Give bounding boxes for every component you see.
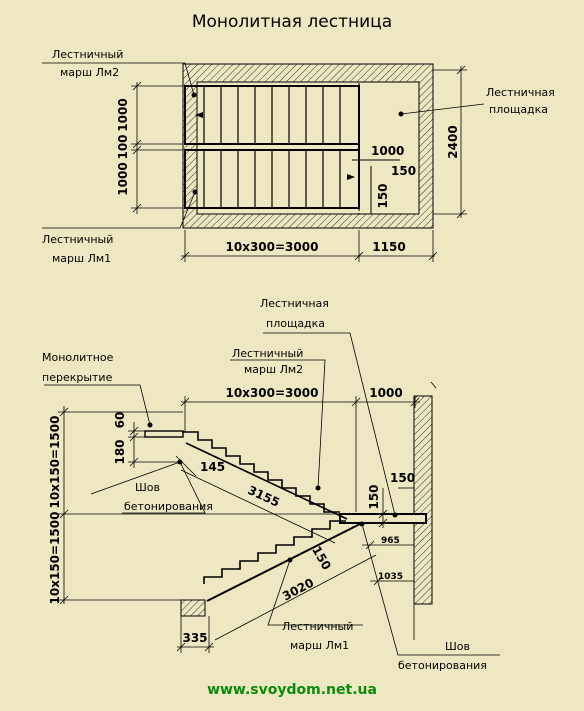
plan-dim-1000-lower: 1000 bbox=[116, 162, 130, 195]
plan-arrow-lm2 bbox=[195, 112, 203, 118]
plan-label-lm1-line1: Лестничный bbox=[42, 233, 113, 246]
section-wall bbox=[413, 395, 433, 605]
section-label-lm1-line1: Лестничный bbox=[282, 620, 353, 633]
section-dim-965: 965 bbox=[381, 536, 400, 546]
plan-arrow-lm1 bbox=[347, 174, 355, 180]
section-dim-150-diag: 150 bbox=[309, 544, 334, 573]
plan-label-lm2-line2: марш Лм2 bbox=[60, 66, 119, 79]
section-label-joint-left-line2: бетонирования bbox=[124, 500, 213, 513]
section-dim-150-landing: 150 bbox=[367, 484, 381, 509]
plan-label-lm1-line2: марш Лм1 bbox=[52, 252, 111, 265]
plan-label-landing-line2: площадка bbox=[489, 103, 548, 116]
section-label-landing-line2: площадка bbox=[266, 317, 325, 330]
section-dim-lower-height: 10x150=1500 bbox=[48, 512, 62, 605]
section-label-slab-line1: Монолитное bbox=[42, 351, 114, 364]
section-label-joint-right-line1: Шов bbox=[445, 640, 470, 653]
site-url: www.svoydom.net.ua bbox=[207, 682, 377, 698]
section-dim-top-1000: 1000 bbox=[369, 386, 402, 400]
plan-view: Лестничный марш Лм2 Лестничный марш Лм1 … bbox=[42, 48, 555, 265]
plan-label-lm2-line1: Лестничный bbox=[52, 48, 123, 61]
section-label-joint-right-line2: бетонирования bbox=[398, 659, 487, 672]
drawing-title: Монолитная лестница bbox=[192, 12, 392, 32]
section-dim-60: 60 bbox=[113, 412, 127, 429]
section-dim-3155: 3155 bbox=[246, 483, 282, 510]
section-label-slab-line2: перекрытие bbox=[42, 371, 113, 384]
section-dim-145: 145 bbox=[200, 460, 225, 474]
plan-dim-landing-1000: 1000 bbox=[371, 144, 404, 158]
section-dim-335: 335 bbox=[182, 631, 207, 645]
section-dim-1035: 1035 bbox=[378, 572, 403, 582]
section-label-joint-left-line1: Шов bbox=[135, 481, 160, 494]
section-march-lm1 bbox=[203, 520, 346, 584]
section-view: Лестничная площадка Лестничный марш Лм2 … bbox=[42, 297, 500, 672]
section-march-lm2 bbox=[182, 431, 340, 513]
plan-dim-steps: 10x300=3000 bbox=[226, 240, 319, 254]
section-dim-3020: 3020 bbox=[280, 575, 316, 603]
section-dim-upper-height: 10x150=1500 bbox=[48, 416, 62, 509]
plan-dim-2400: 2400 bbox=[446, 125, 460, 158]
section-dim-150-right: 150 bbox=[390, 471, 415, 485]
section-label-landing-line1: Лестничная bbox=[260, 297, 329, 310]
section-label-lm2-line1: Лестничный bbox=[232, 347, 303, 360]
section-base-block bbox=[180, 599, 206, 617]
section-upper-slab bbox=[144, 430, 184, 438]
plan-dim-100: 100 bbox=[116, 134, 130, 159]
section-dim-180: 180 bbox=[113, 439, 127, 464]
section-dim-top-steps: 10x300=3000 bbox=[226, 386, 319, 400]
plan-label-landing-line1: Лестничная bbox=[486, 86, 555, 99]
section-label-lm2-line2: марш Лм2 bbox=[244, 363, 303, 376]
plan-dim-landing-150-h: 150 bbox=[391, 164, 416, 178]
plan-dim-landing-150-v: 150 bbox=[376, 183, 390, 208]
section-label-lm1-line2: марш Лм1 bbox=[290, 639, 349, 652]
plan-dim-1150: 1150 bbox=[372, 240, 405, 254]
plan-dim-1000-upper: 1000 bbox=[116, 98, 130, 131]
